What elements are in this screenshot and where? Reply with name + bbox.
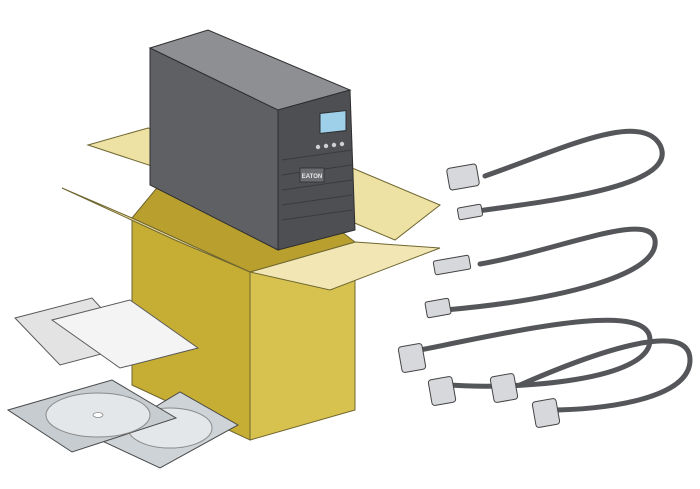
power-connector-1b [427, 376, 457, 406]
usb-cable-wire [442, 226, 658, 313]
power-connector-1a [397, 343, 427, 373]
serial-cable-wire [467, 128, 665, 215]
ups-brand-label: EATON [302, 174, 322, 180]
power-cable-wire-2 [517, 338, 693, 413]
ups-control-buttons [315, 141, 345, 150]
cd-disc-front-hole [92, 412, 104, 418]
software-cds [6, 379, 240, 469]
ups-unit: EATON [148, 29, 356, 251]
serial-cable [446, 128, 665, 221]
usb-b-connector [424, 297, 452, 319]
power-connector-2a [489, 373, 519, 403]
ups-logo-plate [299, 167, 325, 183]
usb-a-connector [432, 254, 472, 276]
ups-front-vents [281, 149, 353, 221]
serial-db9-connector [446, 163, 480, 191]
documentation-sheets [14, 297, 200, 369]
power-connector-2b [531, 398, 561, 428]
power-cable [397, 317, 653, 406]
serial-rj45-connector [456, 203, 484, 221]
document-sheet-front [50, 299, 200, 369]
usb-cable [424, 226, 658, 319]
power-cable [489, 338, 693, 428]
ups-lcd-screen [319, 110, 347, 134]
